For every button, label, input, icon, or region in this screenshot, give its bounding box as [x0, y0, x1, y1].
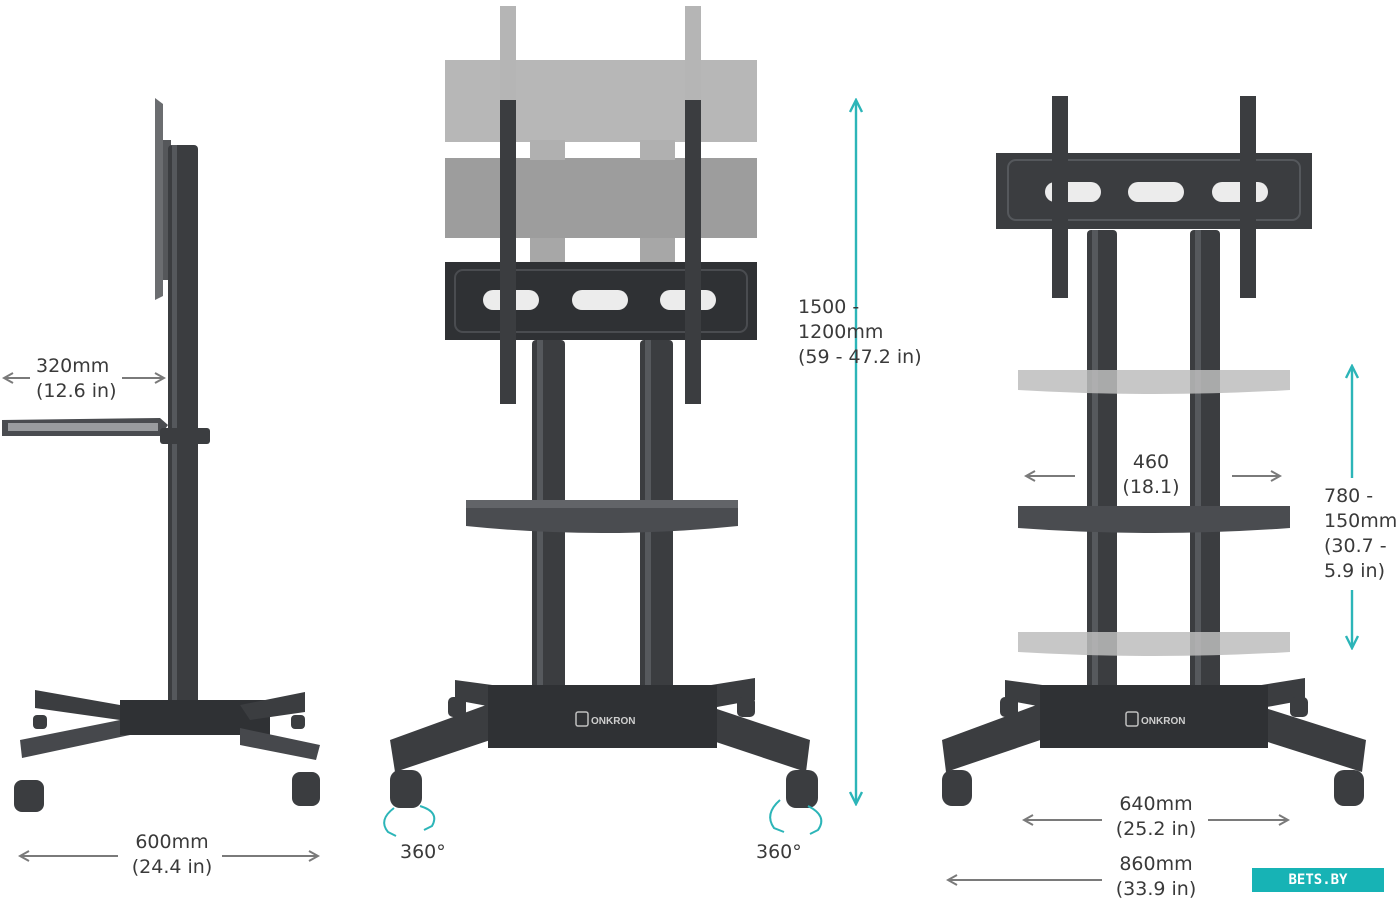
front-height-range-label: 1500 - 1200mm (59 - 47.2 in) [798, 296, 922, 368]
side-base-width-label: 600mm (24.4 in) [131, 831, 213, 878]
watermark-badge: BETS.BY [1252, 868, 1384, 892]
side-view-stand [2, 98, 320, 812]
back-brand-logo: ONKRON [1141, 716, 1185, 727]
back-view-stand [942, 96, 1366, 806]
side-shelf-width-label: 320mm (12.6 in) [36, 355, 117, 402]
front-brand-logo: ONKRON [591, 716, 635, 727]
rotation-arrow-left-icon [383, 805, 436, 837]
rotation-arrow-right-icon [769, 799, 823, 835]
front-rotation-left-label: 360° [400, 841, 446, 863]
back-base-outer-label: 860mm (33.9 in) [1115, 853, 1197, 900]
front-view-stand [390, 6, 818, 808]
back-base-inner-label: 640mm (25.2 in) [1115, 793, 1197, 840]
back-shelf-range-label: 780 - 150mm (30.7 - 5.9 in) [1324, 485, 1398, 582]
front-rotation-right-label: 360° [756, 841, 802, 863]
back-pole-spacing-label: 460 (18.1) [1122, 451, 1180, 498]
